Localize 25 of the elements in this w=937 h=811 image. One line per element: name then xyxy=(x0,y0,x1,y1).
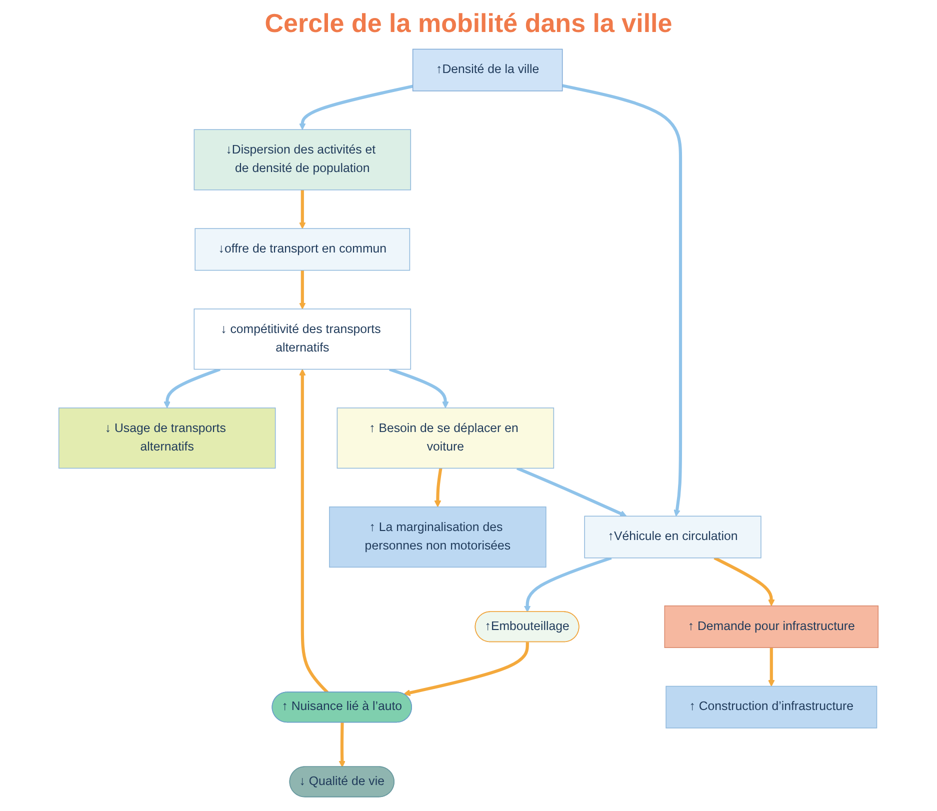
arrow xyxy=(338,722,346,768)
node-box: ↓ Usage de transports alternatifs xyxy=(58,408,276,469)
arrow xyxy=(299,190,306,229)
arrow xyxy=(768,648,775,687)
arrow xyxy=(404,642,529,696)
node-box: ↓ compétitivité des transports alternatifs xyxy=(194,308,412,370)
node-box: ↓offre de transport en commun xyxy=(194,228,410,271)
arrow xyxy=(524,556,612,612)
diagram-title: Cercle de la mobilité dans la ville xyxy=(264,8,674,39)
arrow xyxy=(299,270,306,310)
node-box: ↑ Demande pour infrastructure xyxy=(664,605,879,648)
arrow xyxy=(714,556,775,606)
node-box: ↓Dispersion des activités et de densité de population xyxy=(194,129,412,190)
arrow xyxy=(299,368,329,694)
arrow xyxy=(299,84,414,130)
arrow xyxy=(434,468,442,508)
node-box: ↑Véhicule en circulation xyxy=(584,516,762,558)
node-box: ↑ Construction d’infrastructure xyxy=(666,686,878,728)
arrow xyxy=(562,84,682,516)
node-box: ↑ La marginalisation des personnes non motorisées xyxy=(329,506,546,568)
arrow xyxy=(516,466,627,517)
node-box: ↑ Besoin de se déplacer en voiture xyxy=(336,408,554,469)
node-box: ↑Densité de la ville xyxy=(412,48,563,92)
arrow xyxy=(389,368,449,408)
arrow xyxy=(164,368,220,408)
